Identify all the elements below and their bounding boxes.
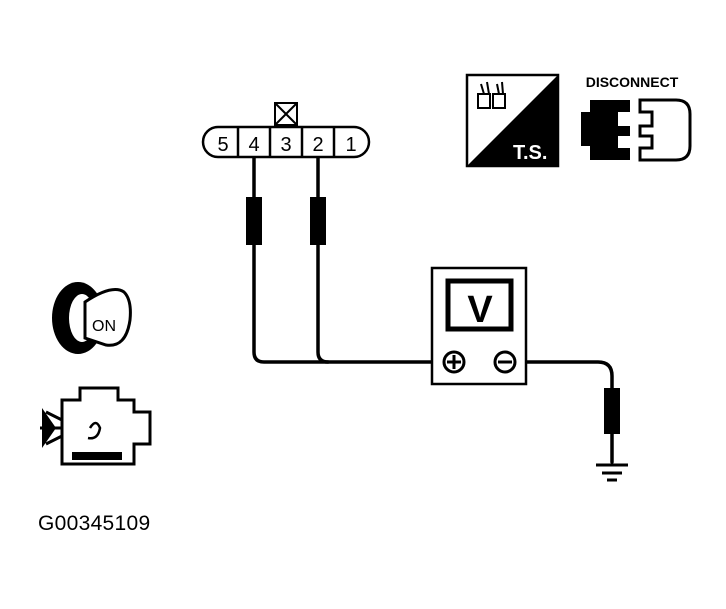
figure-code: G00345109 — [38, 512, 151, 535]
voltmeter: V — [430, 266, 528, 386]
engine-icon — [40, 386, 152, 466]
test-symbol-icon: T.S. — [465, 73, 560, 168]
negative-terminal-icon — [493, 350, 517, 374]
wire-pin-4 — [252, 156, 454, 364]
pin-label-4: 4 — [248, 134, 259, 156]
unused-pin-marker-icon — [274, 102, 298, 126]
voltmeter-display — [445, 278, 514, 332]
wiring — [252, 156, 614, 464]
disconnect-icon: DISCONNECT — [581, 74, 692, 162]
pin-label-3: 3 — [280, 134, 291, 156]
connector-body — [201, 125, 371, 159]
pin-label-1: 1 — [345, 134, 356, 156]
ignition-on-label: ON — [92, 318, 116, 335]
disconnect-label: DISCONNECT — [586, 74, 679, 90]
pin-label-5: 5 — [217, 134, 228, 156]
voltmeter-symbol: V — [467, 289, 493, 331]
ground-icon — [596, 463, 628, 482]
probe-sleeve — [604, 388, 620, 434]
pin-label-2: 2 — [312, 134, 323, 156]
positive-terminal-icon — [442, 350, 466, 374]
probe-sleeve — [246, 197, 262, 245]
wire-ground — [504, 360, 614, 464]
wire-pin-2 — [316, 156, 330, 364]
harness-connector: 5 4 3 2 1 — [201, 102, 371, 159]
probe-sleeve — [310, 197, 326, 245]
ignition-key-icon: ON — [52, 282, 132, 354]
test-symbol-label: T.S. — [513, 142, 547, 164]
